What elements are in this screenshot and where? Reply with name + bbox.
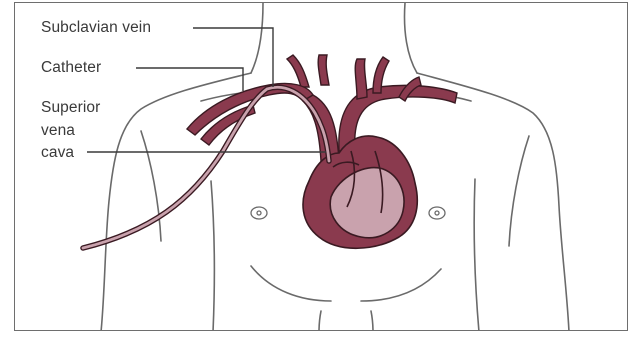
nipple-right [429,207,445,219]
nipple-left [251,207,267,219]
label-catheter: Catheter [41,59,101,77]
label-svc-line1: Superior [41,99,100,117]
chest-illustration [15,3,628,331]
illustration-frame: Subclavian vein Catheter Superior vena c… [14,2,628,331]
label-svc-line3: cava [41,144,74,162]
label-subclavian-vein: Subclavian vein [41,19,151,37]
label-svc-line2: vena [41,122,75,140]
